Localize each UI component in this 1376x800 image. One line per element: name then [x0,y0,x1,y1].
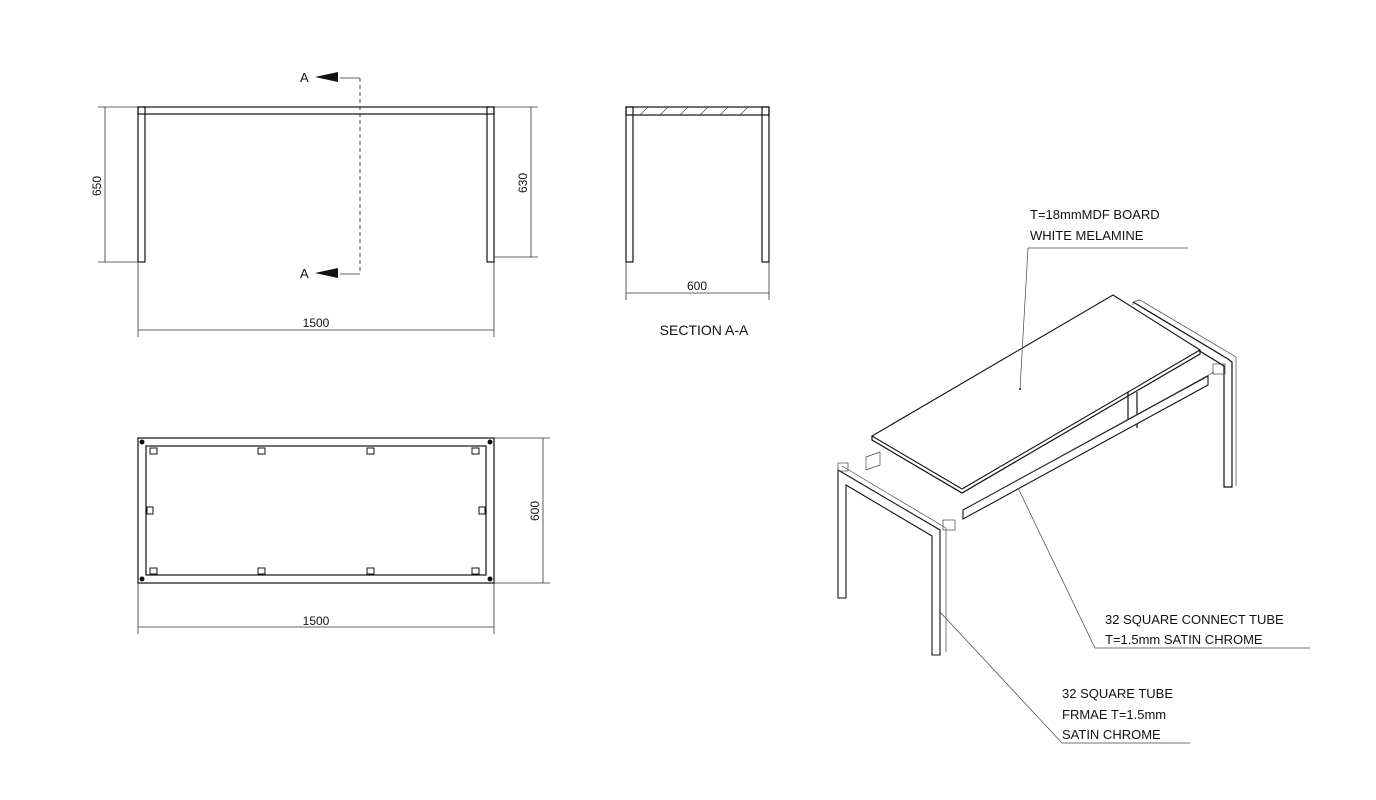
callout-board-line1: T=18mmMDF BOARD [1030,207,1160,222]
dim-height-right: 630 [516,173,530,193]
dim-width: 1500 [303,316,330,330]
section-arrow-top-icon [315,72,338,82]
connect-tube [962,375,1209,520]
dim-height-left: 650 [90,176,104,196]
callout-connect-line2: T=1.5mm SATIN CHROME [1105,632,1263,647]
callout-frame-line1: 32 SQUARE TUBE [1062,686,1173,701]
dim-plan-width: 1500 [303,614,330,628]
section-marker-top: A [300,70,309,85]
section-marker-bottom: A [300,266,309,281]
section-arrow-bottom-icon [315,268,338,278]
callout-frame-line2: FRMAE T=1.5mm [1062,707,1166,722]
callout-connect-line1: 32 SQUARE CONNECT TUBE [1105,612,1284,627]
isometric-view: T=18mmMDF BOARD WHITE MELAMINE 32 SQUARE… [837,207,1310,744]
callout-frame-line3: SATIN CHROME [1062,727,1161,742]
dim-plan-depth: 600 [528,501,542,521]
callout-board-line2: WHITE MELAMINE [1030,228,1144,243]
front-view: A A 650 630 1500 [90,70,538,337]
section-view: 600 SECTION A-A [625,106,770,338]
section-title: SECTION A-A [660,322,749,338]
tabletop-board [870,294,1202,490]
plan-view: 600 1500 [137,437,550,634]
dim-section-width: 600 [687,279,707,293]
